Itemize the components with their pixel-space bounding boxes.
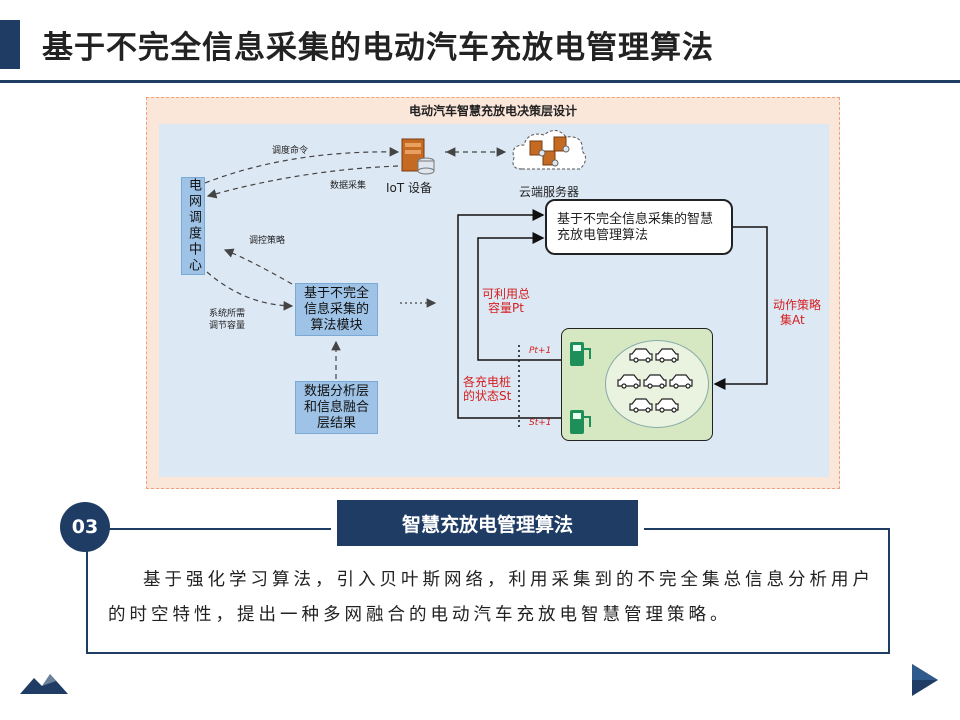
data-layer-box: 数据分析层和信息融合层结果	[295, 381, 378, 434]
cloud-server-icon	[512, 130, 586, 170]
section-header: 智慧充放电管理算法	[331, 500, 644, 546]
dispatch-command-label: 调度命令	[272, 146, 309, 156]
mountain-icon	[20, 674, 68, 694]
s-next-label: St+1	[529, 418, 552, 428]
car-icons	[617, 348, 693, 413]
iot-label: IoT 设备	[386, 181, 433, 195]
section-number-badge: 03	[60, 502, 110, 552]
collection-arrow	[206, 165, 399, 199]
action-loop-line	[713, 226, 768, 390]
control-strategy-label: 调控策略	[249, 236, 286, 246]
action-strategy-line2: 集At	[780, 313, 805, 327]
data-collection-label: 数据采集	[330, 181, 367, 191]
p-next-label: Pt+1	[529, 346, 552, 356]
algorithm-module-box: 基于不完全信息采集的算法模块	[295, 283, 378, 336]
section-body-text: 基于强化学习算法，引入贝叶斯网络，利用采集到的不完全集总信息分析用户的时空特性，…	[108, 570, 874, 625]
charging-pile-icon	[570, 410, 591, 434]
action-strategy-line1: 动作策略	[773, 298, 822, 312]
state-loop-line	[457, 209, 561, 419]
grid-dispatch-center: 电网调度中心	[181, 177, 205, 275]
available-capacity-line1: 可利用总	[482, 287, 531, 301]
cloud-label: 云端服务器	[519, 185, 580, 199]
title-accent-bar	[0, 20, 20, 69]
iot-device-icon	[401, 138, 435, 175]
available-capacity-line2: 容量Pt	[488, 301, 524, 315]
pile-state-line2: 的状态St	[463, 389, 512, 403]
next-arrow-icon[interactable]	[912, 664, 938, 696]
title-underline	[0, 80, 960, 83]
strategy-arrow	[223, 248, 293, 285]
dispatch-arrow	[204, 147, 400, 184]
pile-state-line1: 各充电桩	[463, 375, 512, 389]
smart-algorithm-box: 基于不完全信息采集的智慧充放电管理算法	[545, 199, 733, 255]
charging-pile-icon	[570, 342, 591, 366]
capacity-label-line2: 调节容量	[209, 321, 246, 331]
page-title: 基于不完全信息采集的电动汽车充放电管理算法	[42, 30, 714, 66]
diagram-caption: 电动汽车智慧充放电决策层设计	[408, 104, 577, 118]
capacity-label-line1: 系统所需	[209, 309, 246, 319]
capacity-arrow	[206, 271, 294, 311]
